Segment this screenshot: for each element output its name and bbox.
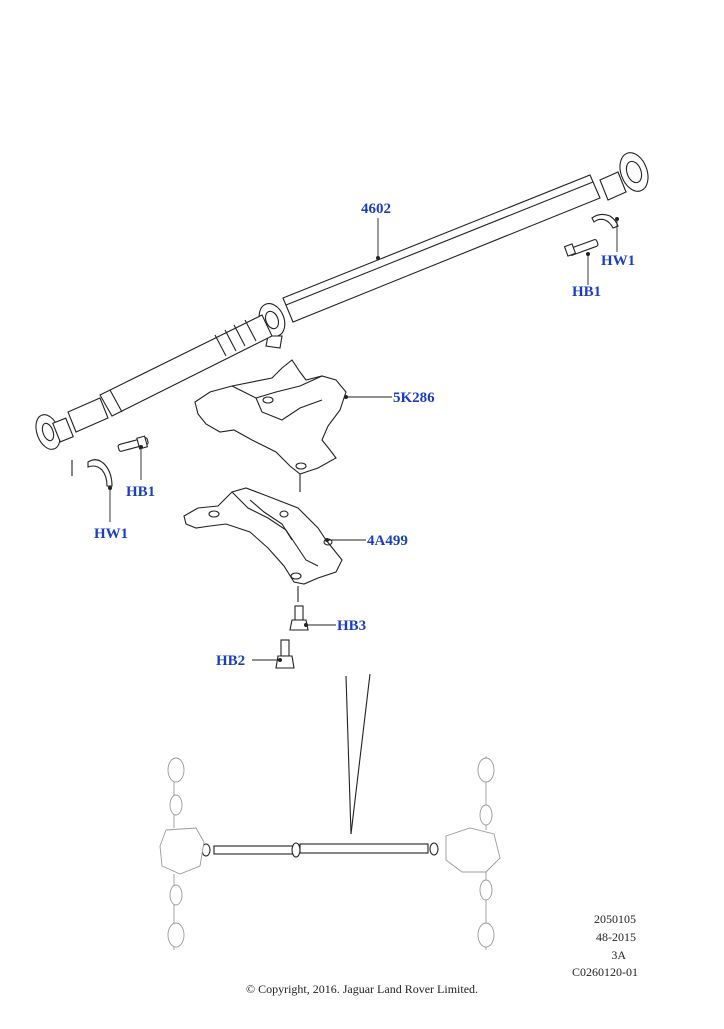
ref-line-2: 48-2015 [596,930,636,944]
ref-line-4: C0260120-01 [572,965,638,979]
vehicle-driveline-context [159,756,501,950]
propshaft-front-tube [282,174,601,323]
propshaft-assembly [35,152,649,450]
ref-line-1: 2050105 [594,912,636,926]
bracket-bolts [252,605,336,669]
hb2-bolt-shank [280,639,290,657]
callout-hb1-front[interactable]: HB1 [572,284,602,300]
front-flange [619,152,649,192]
rear-fasteners [71,435,149,522]
hb3-bolt-shank [294,605,304,621]
copyright-notice: © Copyright, 2016. Jaguar Land Rover Lim… [245,982,479,996]
propshaft-front-neck [599,171,627,201]
ref-line-3: 3A [611,948,626,962]
context-propshaft-front [299,843,429,854]
hb2-bolt-head [275,655,295,669]
hb3-bolt-head [289,619,309,631]
locator-pointer [345,673,371,835]
crossmember-bracket [183,487,366,602]
propshaft-rear-tube [99,314,273,417]
callout-hw1-front[interactable]: HW1 [601,253,636,269]
callout-hw1-rear[interactable]: HW1 [94,526,129,542]
context-front-diff [445,827,501,873]
callout-hb2[interactable]: HB2 [216,653,246,669]
callout-hb1-rear[interactable]: HB1 [126,484,156,500]
front-fasteners [563,213,619,285]
heat-shield [194,359,392,492]
callout-4a499[interactable]: 4A499 [367,533,408,549]
callout-4602[interactable]: 4602 [361,201,391,217]
hw1-washer-front [591,213,619,229]
callout-hb3[interactable]: HB3 [337,618,367,634]
heat-shield-body [194,359,347,475]
context-rear-diff [159,827,205,875]
hw1-washer-rear [87,459,113,487]
bracket-body [183,487,343,585]
callout-5k286[interactable]: 5K286 [393,390,435,406]
context-propshaft-rear [213,845,295,855]
propshaft-rear-neck [67,397,109,433]
